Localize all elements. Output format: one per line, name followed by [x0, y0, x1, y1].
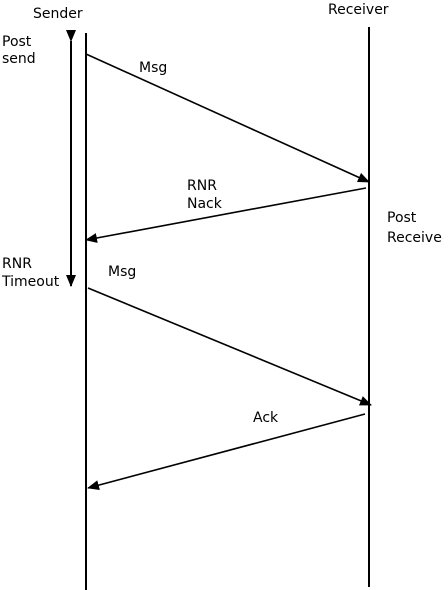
post-receive-label-line1: Post: [387, 210, 417, 226]
message-label-rnr-nack-line2: Nack: [187, 196, 223, 212]
receiver-title: Receiver: [328, 2, 389, 18]
message-label-msg-2: Msg: [108, 264, 136, 280]
post-send-label-line1: Post: [2, 34, 32, 50]
post-send-label-line2: send: [2, 51, 36, 67]
rnr-timeout-label-line1: RNR: [2, 256, 32, 272]
message-arrow-rnr-nack: [85, 187, 367, 243]
message-label-ack: Ack: [253, 410, 279, 426]
post-receive-label-line2: Receive: [387, 230, 442, 246]
rnr-timeout-label-line2: Timeout: [1, 274, 60, 290]
message-arrow-msg-2: [87, 287, 372, 406]
sender-title: Sender: [33, 6, 83, 22]
message-label-rnr-nack-line1: RNR: [187, 178, 217, 194]
message-arrow-msg-1: [85, 53, 370, 183]
message-arrow-ack: [87, 413, 366, 490]
message-label-msg-1: Msg: [139, 60, 167, 76]
